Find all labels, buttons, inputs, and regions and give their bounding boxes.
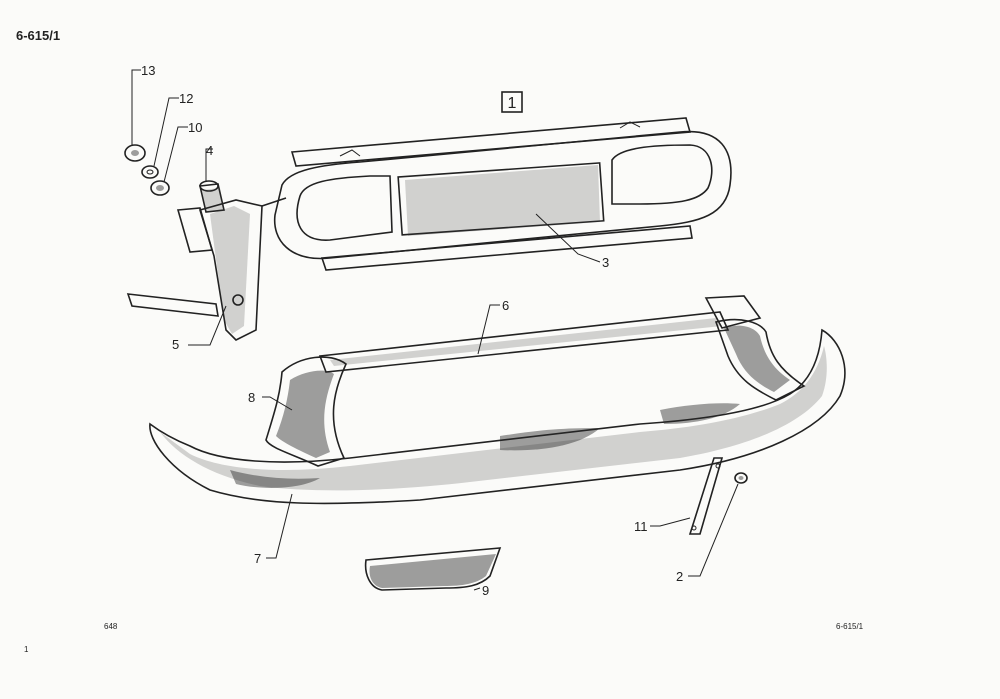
part-8-bumper-bracket-right bbox=[714, 318, 806, 401]
page-mark: 1 bbox=[24, 645, 29, 654]
part-7-bumper bbox=[149, 328, 846, 505]
callout-8: 8 bbox=[248, 390, 255, 405]
document-id: 6-615/1 bbox=[16, 28, 61, 43]
footer-left-number: 648 bbox=[104, 622, 118, 631]
callout-3: 3 bbox=[602, 255, 609, 270]
callout-5: 5 bbox=[172, 337, 179, 352]
callout-4: 4 bbox=[206, 143, 213, 158]
callout-7: 7 bbox=[254, 551, 261, 566]
callout-12: 12 bbox=[179, 91, 193, 106]
callout-11: 11 bbox=[634, 519, 648, 534]
callout-10: 10 bbox=[188, 120, 202, 135]
part-8-bumper-bracket-left bbox=[265, 356, 347, 467]
part-9-reflector bbox=[364, 547, 502, 591]
part-11-strap bbox=[688, 457, 724, 535]
part-12-washer bbox=[141, 165, 159, 179]
callout-2: 2 bbox=[676, 569, 683, 584]
group-number: 1 bbox=[508, 95, 517, 112]
callout-9: 9 bbox=[482, 583, 489, 598]
part-6-support-bar bbox=[318, 295, 762, 373]
part-4-bushing bbox=[199, 180, 225, 213]
part-5-mounting-bracket bbox=[126, 197, 287, 341]
part-13-nut bbox=[124, 144, 146, 162]
part-3-rear-panel bbox=[273, 117, 732, 271]
part-10-washer bbox=[150, 180, 170, 196]
callout-13: 13 bbox=[141, 63, 155, 78]
callout-6: 6 bbox=[502, 298, 509, 313]
leader-lines bbox=[131, 69, 739, 591]
footer-right-id: 6-615/1 bbox=[836, 622, 864, 631]
part-2-bolt bbox=[734, 472, 748, 484]
group-number-box bbox=[501, 91, 523, 113]
